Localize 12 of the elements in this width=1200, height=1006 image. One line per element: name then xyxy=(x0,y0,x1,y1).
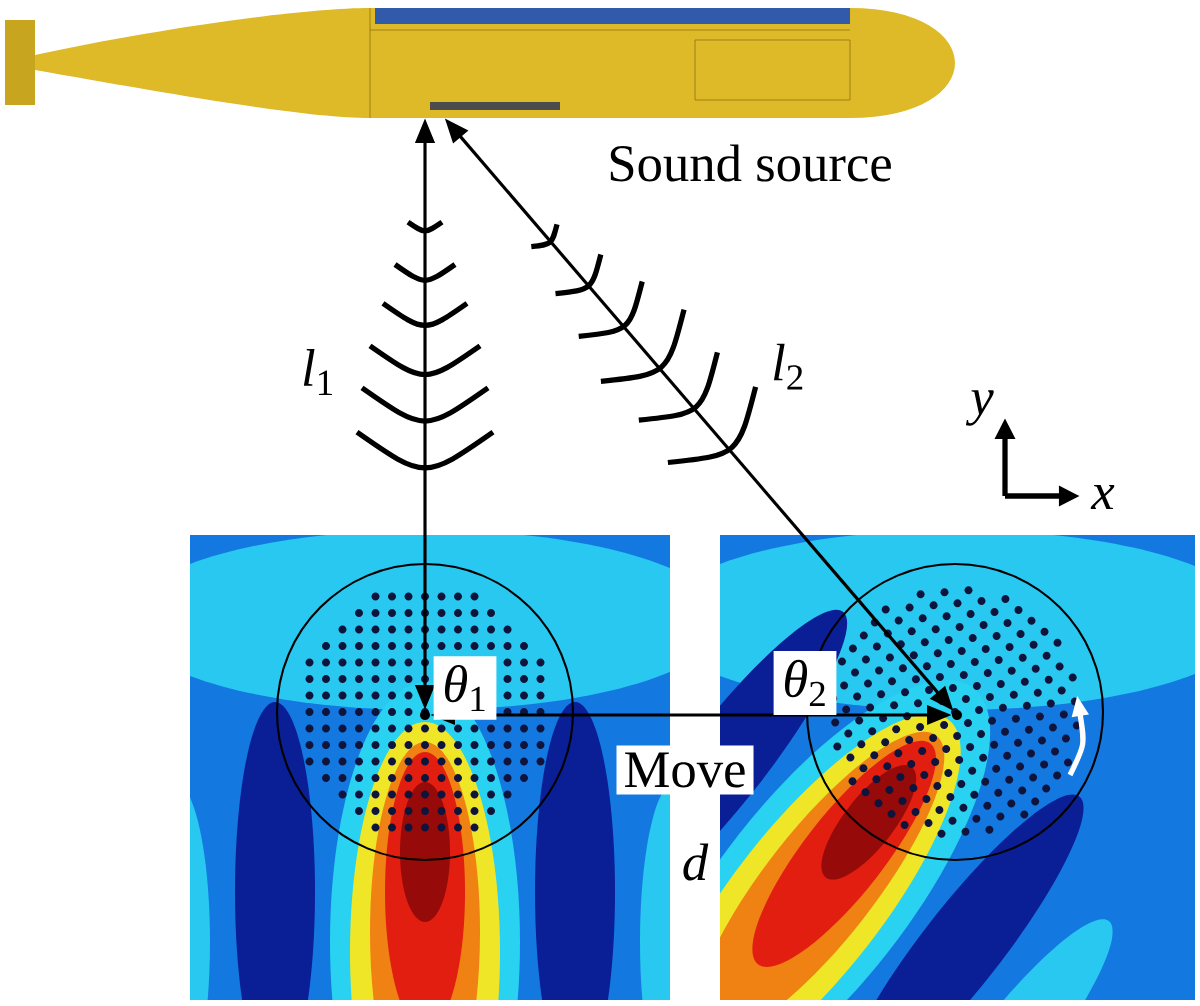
distance-label: d xyxy=(683,843,709,881)
angle-label: θ$_{1}$ xyxy=(433,656,497,720)
array-center xyxy=(420,710,430,720)
axis-label: x xyxy=(1090,484,1115,510)
edge-label: l$_{2}$ xyxy=(773,343,803,390)
angle-label: θ$_{2}$ xyxy=(773,651,837,715)
edge-label: l$_{1}$ xyxy=(303,349,332,395)
array-center xyxy=(952,710,962,720)
vehicle-drawing xyxy=(5,7,955,119)
axis-label: y xyxy=(965,390,994,426)
edge-label: Move xyxy=(616,745,754,795)
source-label: Sound source xyxy=(610,144,891,182)
